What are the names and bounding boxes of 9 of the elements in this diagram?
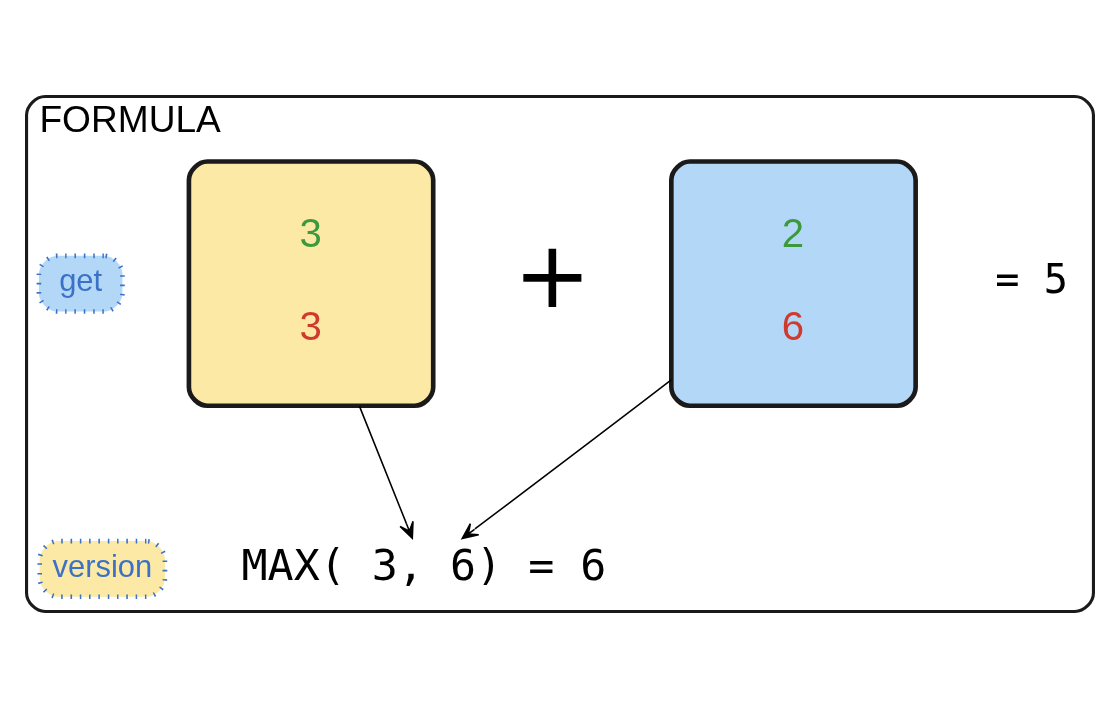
node-text: MAX( 3, 6) = 6 bbox=[241, 539, 607, 590]
label: + bbox=[513, 220, 592, 329]
arrow bbox=[358, 405, 414, 540]
label: = 5 bbox=[995, 256, 1068, 303]
arrow bbox=[461, 379, 672, 540]
node-box: 3 3 bbox=[186, 159, 436, 409]
node-box: get bbox=[36, 253, 125, 314]
node-box: 2 6 bbox=[669, 159, 918, 409]
node-box: version bbox=[37, 538, 168, 600]
